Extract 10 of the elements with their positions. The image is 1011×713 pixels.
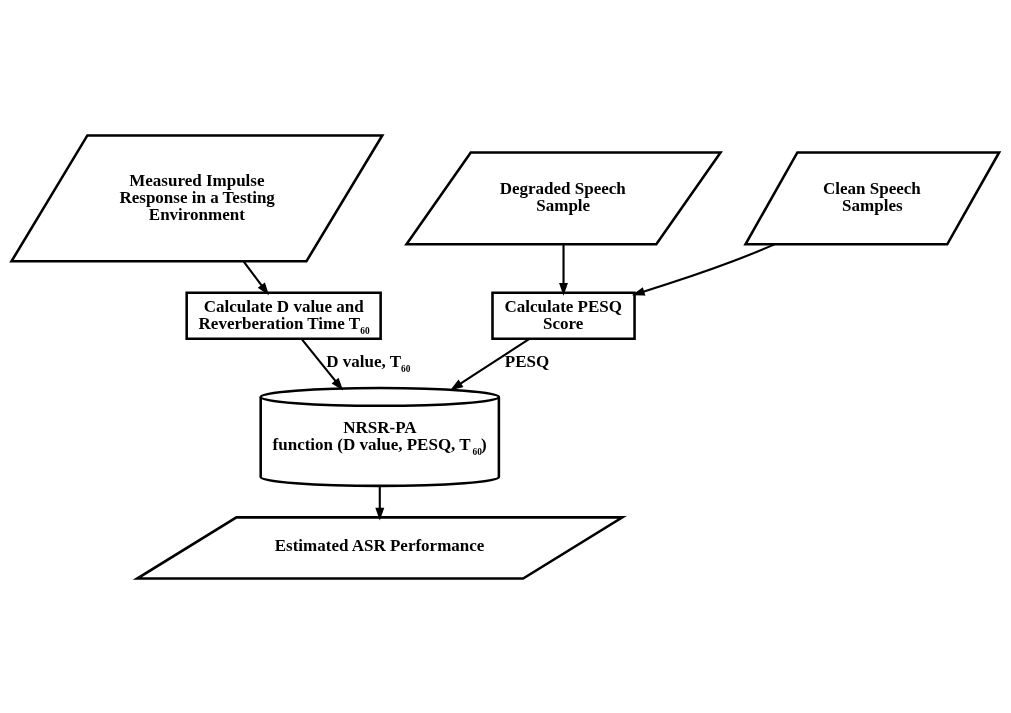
arrow bbox=[559, 244, 568, 296]
arrow bbox=[450, 337, 530, 390]
edge-label: D value, T$_{60}$ bbox=[326, 351, 411, 374]
node-box: Calculate PESQ Score bbox=[491, 291, 636, 340]
node-box: Calculate D value and Reverberation Time T$_{60}$ bbox=[185, 291, 382, 340]
arrow bbox=[300, 337, 344, 391]
arrow bbox=[242, 260, 269, 295]
edge-label: PESQ bbox=[504, 351, 550, 371]
arrow bbox=[631, 242, 775, 296]
arrow bbox=[375, 485, 385, 521]
